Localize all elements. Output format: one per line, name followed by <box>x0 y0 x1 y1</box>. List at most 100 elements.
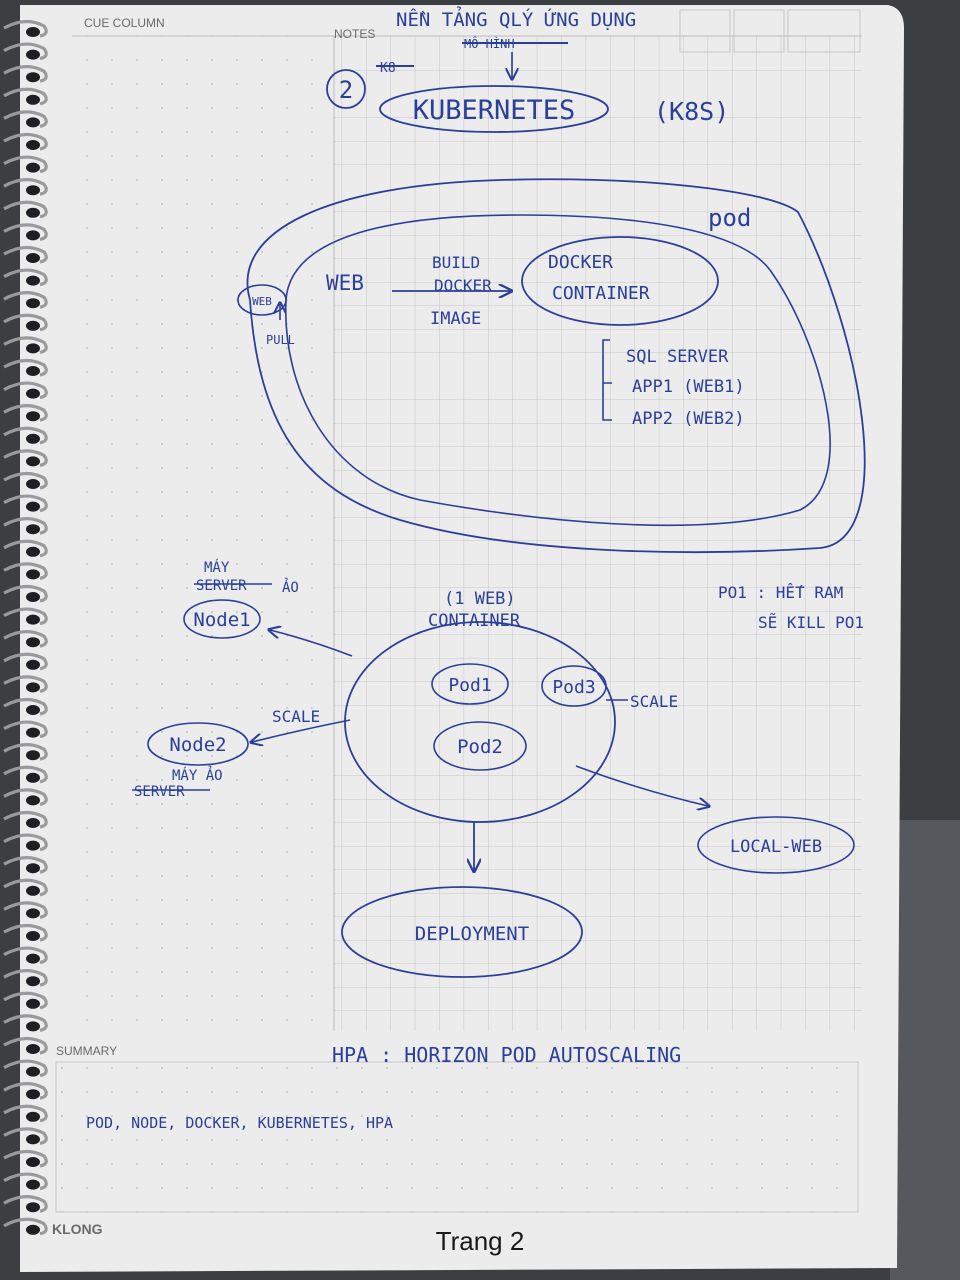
spiral-hole <box>26 637 40 648</box>
spiral-ring <box>3 1104 48 1123</box>
spiral-hole <box>26 569 40 580</box>
web-label: WEB <box>326 271 364 295</box>
spiral-ring <box>3 381 48 400</box>
spiral-hole <box>26 908 40 919</box>
pod-inner-loop <box>285 214 831 527</box>
spiral-hole <box>26 818 40 828</box>
ram-note-line2: SẼ KILL PO1 <box>758 613 864 632</box>
spiral-ring <box>3 358 48 377</box>
image-label: IMAGE <box>430 309 481 329</box>
node2-label: Node2 <box>169 734 226 756</box>
server2-label: SERVER <box>134 784 185 800</box>
spiral-hole <box>26 953 40 964</box>
date-box-2 <box>733 9 785 53</box>
summary-label: SUMMARY <box>56 1044 117 1058</box>
spiral-hole <box>26 1021 40 1032</box>
struck-small: K8 <box>380 61 396 76</box>
spiral-ring <box>3 268 48 287</box>
spiral-hole <box>26 840 40 851</box>
spiral-ring <box>3 313 48 332</box>
local-web-ellipse <box>697 816 855 874</box>
summary-keywords: POD, NODE, DOCKER, KUBERNETES, HPA <box>86 1114 393 1132</box>
spiral-hole <box>26 885 40 896</box>
spiral-ring <box>3 946 48 965</box>
section-number-circle <box>326 69 366 109</box>
spiral-ring <box>3 1172 48 1191</box>
spiral-hole <box>26 411 40 422</box>
spiral-ring <box>3 539 48 558</box>
services-bracket <box>602 339 612 421</box>
spiral-ring <box>3 675 48 693</box>
web-small-ellipse <box>237 284 287 316</box>
spiral-ring <box>3 19 48 38</box>
spiral-ring <box>3 65 48 83</box>
spiral-hole <box>26 253 40 263</box>
container-line2: CONTAINER <box>552 283 650 304</box>
spiral-hole <box>26 524 40 535</box>
spiral-hole <box>26 388 40 399</box>
section-number: 2 <box>339 76 353 104</box>
spiral-hole <box>26 772 40 783</box>
spiral-hole <box>26 682 40 693</box>
local-web-label: LOCAL-WEB <box>730 837 822 857</box>
spiral-ring <box>3 471 48 490</box>
spiral-hole <box>26 343 40 354</box>
spiral-hole <box>26 140 40 150</box>
spiral-ring <box>3 810 48 829</box>
pod2-ellipse <box>433 721 527 771</box>
spiral-hole <box>26 479 40 489</box>
pod2-label: Pod2 <box>457 736 503 758</box>
spiral-hole <box>26 1066 40 1077</box>
spiral-hole <box>26 433 40 444</box>
spiral-ring <box>3 833 48 852</box>
spiral-hole <box>26 49 40 60</box>
node2-arrow <box>252 719 351 742</box>
spiral-hole <box>26 366 40 376</box>
spiral-hole <box>26 298 40 309</box>
spiral-ring <box>3 697 48 716</box>
spiral-ring <box>3 630 48 648</box>
brand-logo: KLONG <box>52 1221 103 1237</box>
page-title: KUBERNETES <box>413 95 576 126</box>
spiral-hole <box>26 976 40 987</box>
pod1-label: Pod1 <box>448 675 491 696</box>
spiral-ring <box>3 1149 48 1168</box>
spiral-ring <box>3 87 48 106</box>
title-ellipse <box>379 85 609 133</box>
spiral-hole <box>26 546 40 557</box>
pod-outer-loop <box>246 178 866 553</box>
spiral-ring <box>3 178 48 196</box>
cluster-container-line1: (1 WEB) <box>444 589 516 609</box>
spiral-ring <box>3 404 48 422</box>
spiral-hole <box>26 614 40 625</box>
spiral-ring <box>3 584 48 603</box>
spiral-hole <box>26 1044 40 1054</box>
may-ao-label: MÁY ẢO <box>172 765 223 784</box>
spiral-ring <box>3 788 48 806</box>
spiral-ring <box>3 765 48 784</box>
spiral-ring <box>3 1195 48 1213</box>
spiral-hole <box>26 456 40 467</box>
cue-column-area <box>72 36 334 1031</box>
spiral-hole <box>26 1134 40 1145</box>
spiral-ring <box>3 517 48 535</box>
ram-note-line1: PO1 : HẾT RAM <box>718 583 843 602</box>
date-box-1 <box>679 9 731 53</box>
server-label: SERVER <box>196 578 247 594</box>
node2-ellipse <box>147 722 249 766</box>
scale-left-label: SCALE <box>272 707 320 726</box>
spiral-ring <box>3 110 48 128</box>
spiral-ring <box>3 42 48 61</box>
notes-label: NOTES <box>334 27 375 41</box>
spiral-hole <box>26 705 40 715</box>
spiral-hole <box>26 207 40 218</box>
spiral-hole <box>26 931 40 941</box>
page-caption: Trang 2 <box>436 1226 525 1256</box>
spiral-hole <box>26 998 40 1009</box>
may-label: MÁY <box>204 559 230 576</box>
spiral-ring <box>3 132 48 151</box>
spiral-hole <box>26 1179 40 1190</box>
spiral-hole <box>26 162 40 173</box>
spiral-ring <box>3 901 48 919</box>
